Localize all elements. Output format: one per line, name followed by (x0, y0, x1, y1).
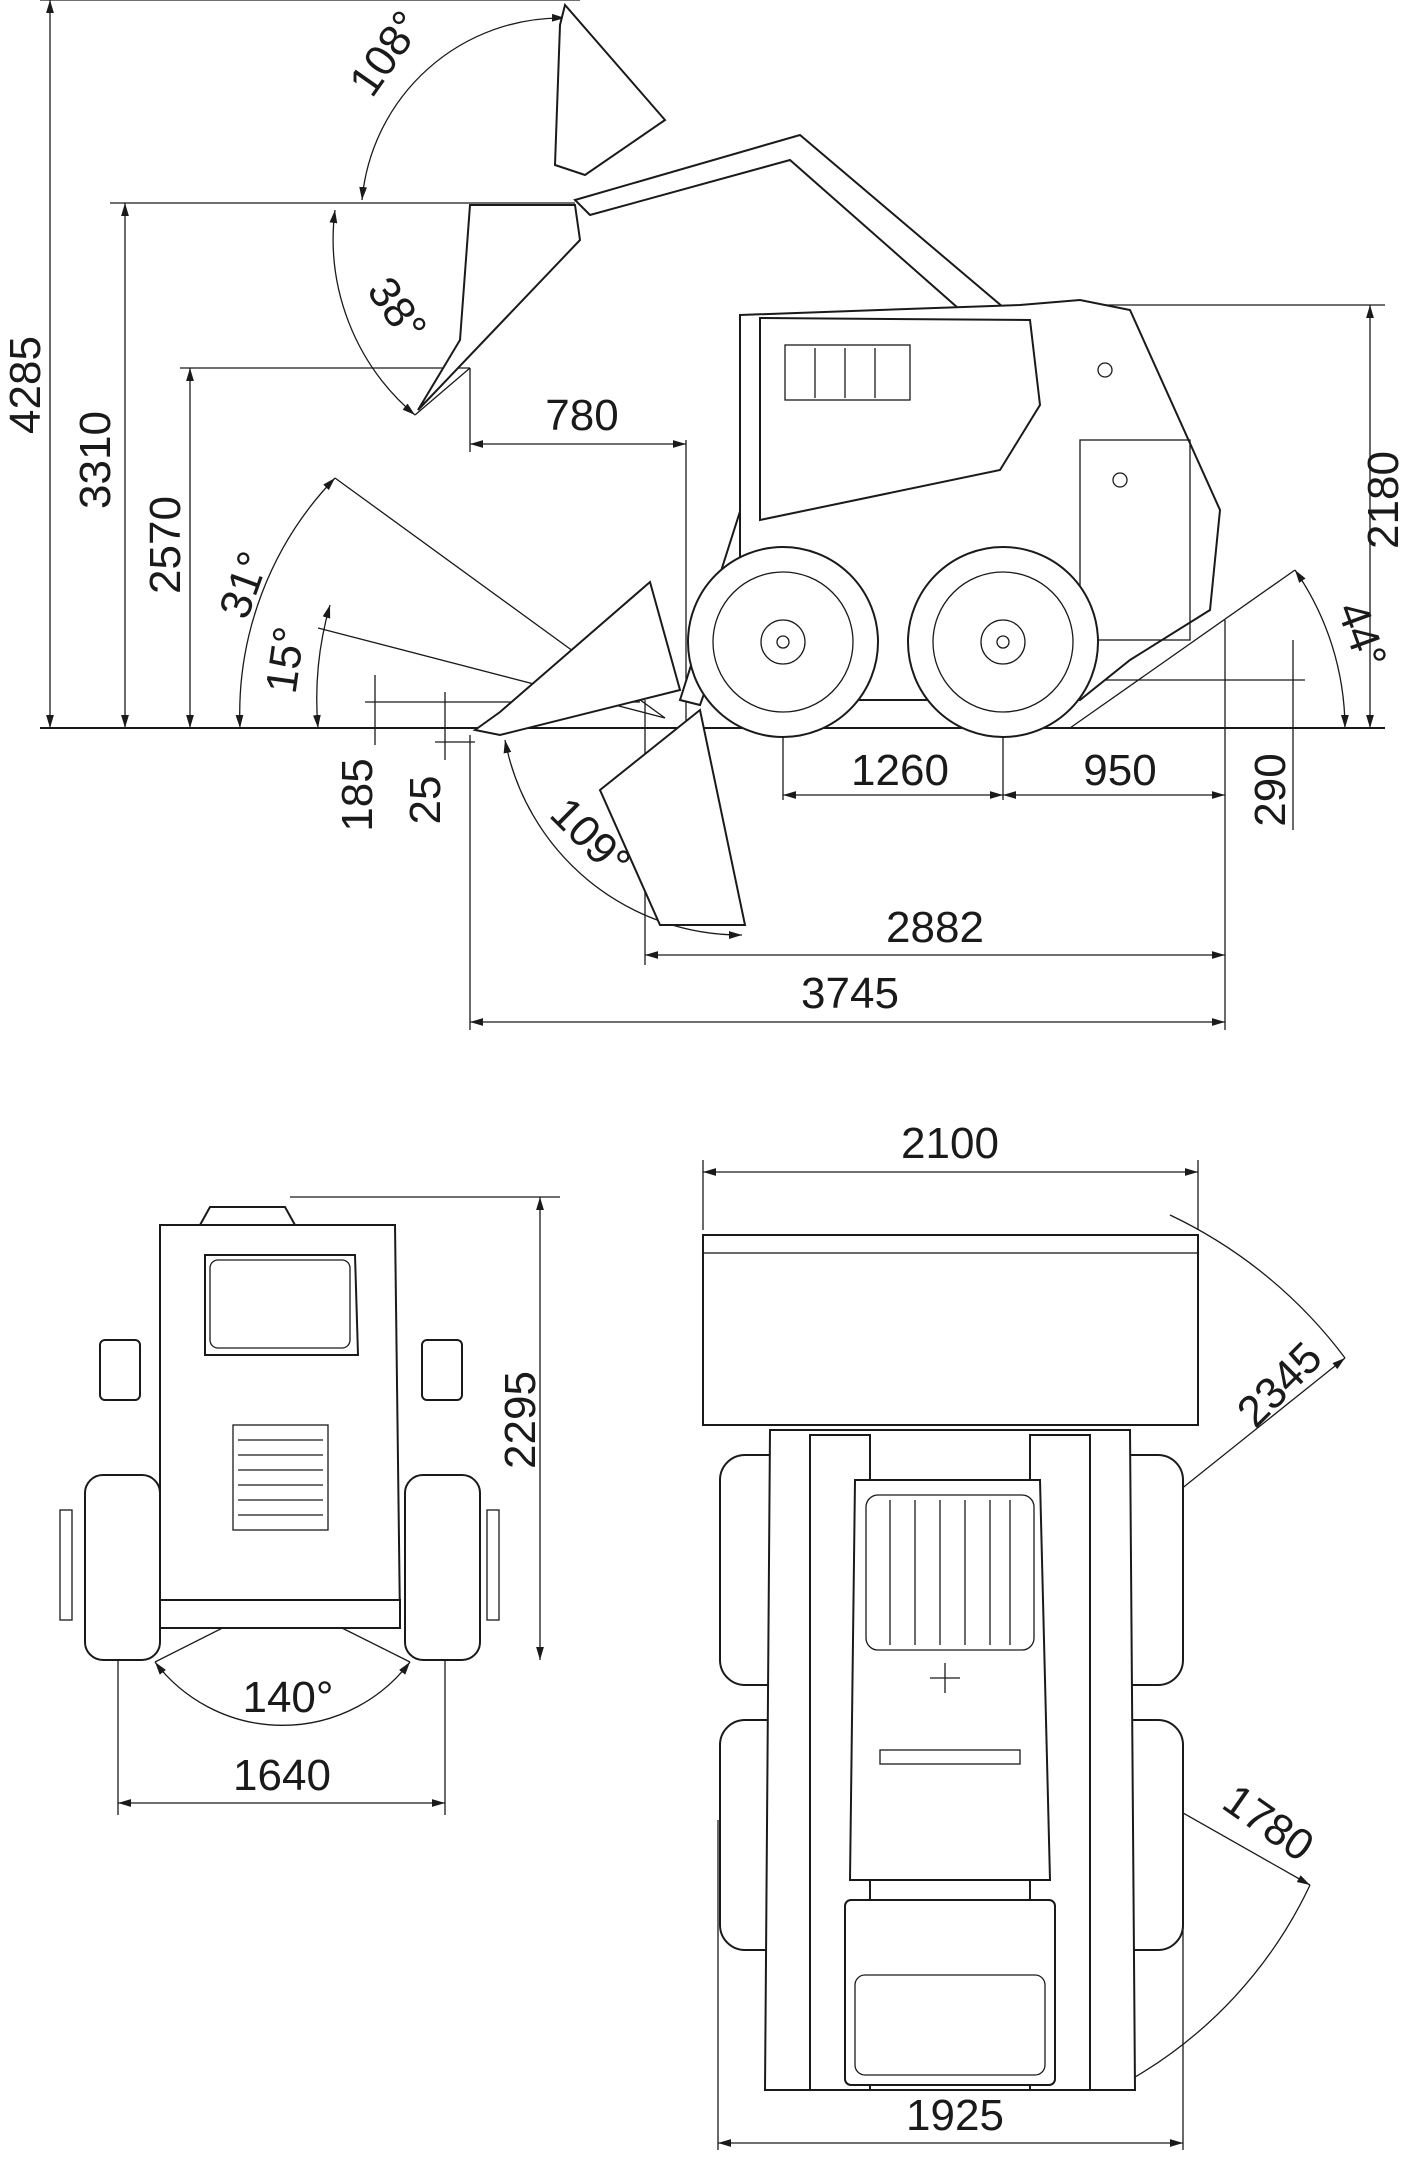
dimension-dump-height: 2570 (141, 367, 470, 728)
label-2100: 2100 (901, 1119, 999, 1168)
label-25: 25 (401, 776, 450, 825)
dimension-track-width: 1640 (117, 1640, 446, 1815)
label-140-deg: 140° (242, 1673, 333, 1722)
label-3745: 3745 (801, 969, 899, 1018)
label-38-deg: 38° (358, 268, 436, 351)
top-view: 2100 2345 1780 1925 (702, 1119, 1346, 2150)
dimension-length-without-bucket: 2882 (644, 700, 1225, 965)
bucket-dump-position (417, 204, 582, 411)
label-1640: 1640 (233, 1751, 331, 1800)
dimension-front-height: 2295 (290, 1196, 560, 1660)
label-2345: 2345 (1228, 1333, 1332, 1437)
label-31-deg: 31° (210, 545, 279, 624)
label-1925: 1925 (906, 2091, 1004, 2140)
label-2882: 2882 (886, 903, 984, 952)
label-780: 780 (545, 391, 618, 440)
label-2295: 2295 (496, 1371, 545, 1469)
front-view: 2295 1640 140° (59, 1196, 560, 1815)
label-2570: 2570 (141, 496, 190, 594)
label-1260: 1260 (851, 746, 949, 795)
loader-side-outline (417, 2, 1222, 926)
cab-window (784, 344, 911, 401)
loader-front-outline (59, 1206, 500, 1661)
dimension-cab-height: 2180 (1060, 304, 1408, 728)
roof-grille (865, 1494, 1035, 1651)
label-950: 950 (1083, 746, 1156, 795)
label-1780: 1780 (1214, 1775, 1322, 1871)
front-wheel (687, 546, 879, 738)
angle-raised-rollback: 108° (340, 2, 566, 201)
dimension-bucket-below-ground: 185 (333, 675, 640, 832)
cab-top (848, 1479, 1052, 1881)
cab (759, 316, 1042, 522)
dimension-bucket-width: 2100 (702, 1119, 1199, 1230)
bucket-raised (553, 2, 667, 177)
dimension-rear-overhang: 950 (1003, 620, 1226, 1030)
dimension-overall-height: 4285 (1, 0, 580, 728)
label-185: 185 (333, 758, 382, 831)
label-4285: 4285 (1, 336, 50, 434)
rear-engine-cover (844, 1899, 1056, 2086)
label-108-deg: 108° (340, 2, 432, 105)
bucket-dig-position (598, 708, 747, 926)
label-290: 290 (1246, 753, 1295, 826)
rear-panel (1079, 439, 1191, 641)
dimension-hinge-pin-height: 3310 (71, 202, 575, 728)
loader-top-outline (702, 1234, 1199, 2091)
angle-ground-rollback: 15° (257, 604, 666, 729)
label-3310: 3310 (71, 411, 120, 509)
dimension-bucket-lip-height: 25 (401, 692, 475, 824)
bucket-ground (472, 580, 682, 737)
label-15-deg: 15° (257, 624, 315, 697)
rear-wheel (907, 546, 1099, 738)
side-view: 4285 3310 2570 780 2180 108° (1, 0, 1408, 1030)
angle-visibility: 140° (154, 1597, 411, 1726)
angle-dump: 38° (329, 209, 471, 416)
label-2180: 2180 (1359, 451, 1408, 549)
bucket-top (702, 1234, 1199, 1426)
dimension-overall-length: 3745 (469, 735, 1225, 1030)
